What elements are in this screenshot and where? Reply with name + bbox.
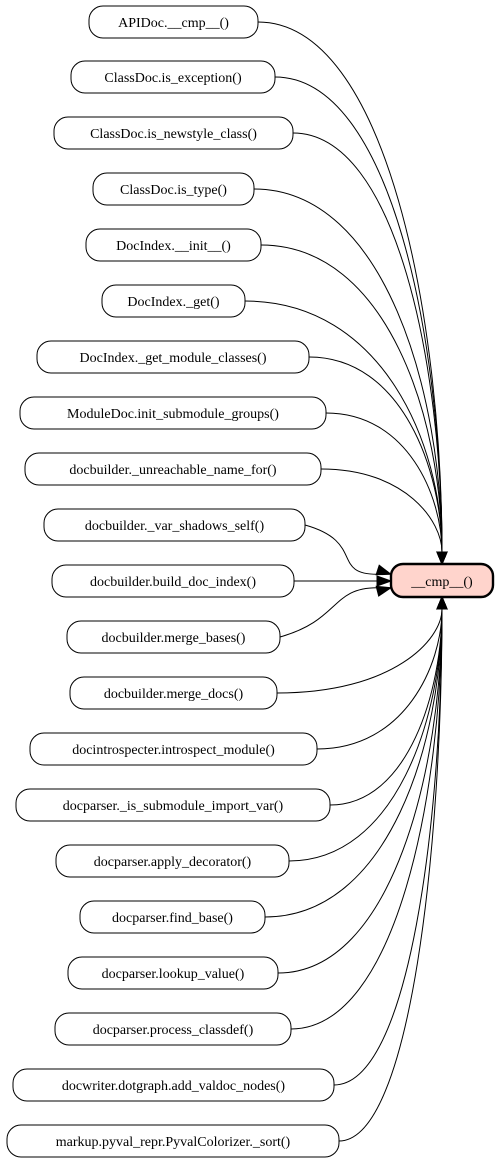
caller-node-label: APIDoc.__cmp__() bbox=[118, 16, 229, 31]
arrow-head bbox=[436, 595, 448, 610]
caller-node-box bbox=[66, 620, 281, 654]
caller-node-box bbox=[54, 1012, 292, 1046]
call-edge bbox=[308, 356, 443, 553]
caller-node[interactable]: docparser.apply_decorator() bbox=[55, 844, 290, 878]
call-edge bbox=[264, 608, 443, 918]
caller-node-box bbox=[53, 116, 294, 150]
call-edge bbox=[329, 608, 443, 806]
target-node[interactable]: __cmp__() bbox=[389, 562, 495, 599]
caller-node[interactable]: docparser.find_base() bbox=[79, 900, 266, 934]
call-edge bbox=[260, 244, 443, 553]
call-edge bbox=[253, 188, 443, 553]
caller-node-box bbox=[92, 172, 255, 206]
caller-node-box bbox=[6, 1124, 340, 1158]
caller-node-box bbox=[43, 508, 306, 542]
caller-node-label: docbuilder.build_doc_index() bbox=[90, 575, 256, 590]
target-node-box bbox=[389, 562, 495, 599]
caller-node[interactable]: docbuilder._var_shadows_self() bbox=[43, 508, 306, 542]
caller-node-label: ClassDoc.is_newstyle_class() bbox=[90, 127, 257, 142]
arrow-head bbox=[375, 585, 393, 597]
caller-node[interactable]: APIDoc.__cmp__() bbox=[88, 5, 259, 39]
call-edge bbox=[304, 524, 378, 575]
caller-node[interactable]: ModuleDoc.init_submodule_groups() bbox=[19, 396, 327, 430]
caller-node[interactable]: docwriter.dotgraph.add_valdoc_nodes() bbox=[12, 1068, 335, 1102]
caller-node-box bbox=[67, 956, 279, 990]
caller-node-label: docparser.find_base() bbox=[112, 911, 233, 926]
arrow-head bbox=[375, 564, 393, 576]
caller-node-box bbox=[36, 340, 310, 374]
call-edge bbox=[279, 587, 378, 638]
caller-node-box bbox=[69, 676, 278, 710]
caller-node-label: ClassDoc.is_exception() bbox=[104, 71, 242, 86]
caller-node-label: docwriter.dotgraph.add_valdoc_nodes() bbox=[62, 1079, 285, 1094]
caller-node-label: DocIndex._get() bbox=[127, 295, 219, 310]
caller-node[interactable]: docparser.process_classdef() bbox=[54, 1012, 292, 1046]
caller-node-box bbox=[85, 228, 262, 262]
caller-node-label: docbuilder.merge_docs() bbox=[104, 687, 244, 702]
caller-node-label: ClassDoc.is_type() bbox=[120, 183, 227, 198]
caller-node-label: DocIndex._get_module_classes() bbox=[80, 351, 267, 366]
call-edge bbox=[325, 412, 443, 553]
caller-node-label: docparser.apply_decorator() bbox=[94, 855, 252, 870]
call-edge bbox=[288, 608, 443, 862]
caller-node[interactable]: docbuilder.build_doc_index() bbox=[51, 564, 295, 598]
caller-node-box bbox=[12, 1068, 335, 1102]
caller-node-box bbox=[88, 5, 259, 39]
caller-node[interactable]: ClassDoc.is_type() bbox=[92, 172, 255, 206]
caller-node-box bbox=[51, 564, 295, 598]
caller-node[interactable]: DocIndex._get() bbox=[101, 284, 246, 318]
caller-node[interactable]: docbuilder.merge_bases() bbox=[66, 620, 281, 654]
call-edge bbox=[320, 468, 443, 553]
target-node-label: __cmp__() bbox=[410, 575, 473, 590]
caller-node-label: docbuilder._unreachable_name_for() bbox=[69, 463, 277, 478]
caller-node[interactable]: docparser.lookup_value() bbox=[67, 956, 279, 990]
caller-node-box bbox=[70, 60, 276, 94]
caller-node-label: docbuilder._var_shadows_self() bbox=[85, 519, 265, 534]
caller-node-label: docintrospecter.introspect_module() bbox=[72, 743, 275, 758]
caller-node[interactable]: DocIndex._get_module_classes() bbox=[36, 340, 310, 374]
caller-node-box bbox=[29, 732, 318, 766]
call-edge bbox=[338, 608, 443, 1142]
caller-node[interactable]: docbuilder.merge_docs() bbox=[69, 676, 278, 710]
call-edge bbox=[276, 608, 443, 694]
caller-node-label: docparser._is_submodule_import_var() bbox=[63, 799, 284, 814]
caller-node[interactable]: markup.pyval_repr.PyvalColorizer._sort() bbox=[6, 1124, 340, 1158]
call-edges bbox=[244, 21, 448, 1142]
caller-node-label: ModuleDoc.init_submodule_groups() bbox=[67, 407, 279, 422]
caller-node-box bbox=[79, 900, 266, 934]
caller-node[interactable]: docbuilder._unreachable_name_for() bbox=[24, 452, 322, 486]
caller-node-label: markup.pyval_repr.PyvalColorizer._sort() bbox=[56, 1135, 291, 1150]
call-edge bbox=[333, 608, 443, 1086]
caller-node[interactable]: docintrospecter.introspect_module() bbox=[29, 732, 318, 766]
caller-node-label: DocIndex.__init__() bbox=[116, 239, 231, 254]
caller-node-box bbox=[24, 452, 322, 486]
call-edge bbox=[290, 608, 443, 1030]
caller-node-label: docparser.lookup_value() bbox=[102, 967, 245, 982]
caller-node[interactable]: DocIndex.__init__() bbox=[85, 228, 262, 262]
caller-node[interactable]: docparser._is_submodule_import_var() bbox=[15, 788, 331, 822]
caller-node-box bbox=[15, 788, 331, 822]
call-edge bbox=[277, 608, 443, 974]
call-edge bbox=[292, 132, 443, 553]
caller-node[interactable]: ClassDoc.is_exception() bbox=[70, 60, 276, 94]
caller-node-label: docparser.process_classdef() bbox=[93, 1023, 254, 1038]
caller-node-box bbox=[101, 284, 246, 318]
caller-node-label: docbuilder.merge_bases() bbox=[102, 631, 246, 646]
caller-node-box bbox=[55, 844, 290, 878]
caller-node-box bbox=[19, 396, 327, 430]
arrow-head bbox=[376, 575, 393, 587]
call-edge bbox=[316, 608, 443, 750]
caller-node[interactable]: ClassDoc.is_newstyle_class() bbox=[53, 116, 294, 150]
caller-nodes: APIDoc.__cmp__() ClassDoc.is_exception() C… bbox=[6, 5, 340, 1158]
arrow-head bbox=[436, 551, 448, 566]
